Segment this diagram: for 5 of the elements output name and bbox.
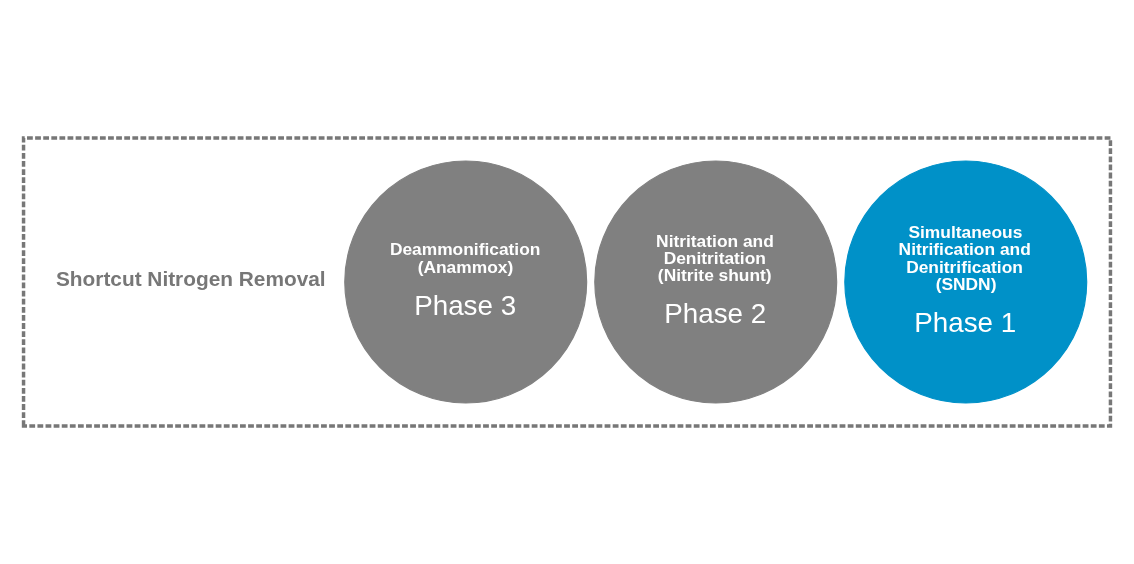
node-circle: Simultaneous Nitrification and Denitrification (SNDN) Phase 1 [844,160,1088,404]
node-circle: Nitritation and Denitritation (Nitrite shunt) Phase 2 [594,160,838,404]
cluster [21,136,1113,428]
label: Shortcut Nitrogen Removal [55,266,326,290]
node-circle: Deammonification (Anammox) Phase 3 [344,160,588,404]
